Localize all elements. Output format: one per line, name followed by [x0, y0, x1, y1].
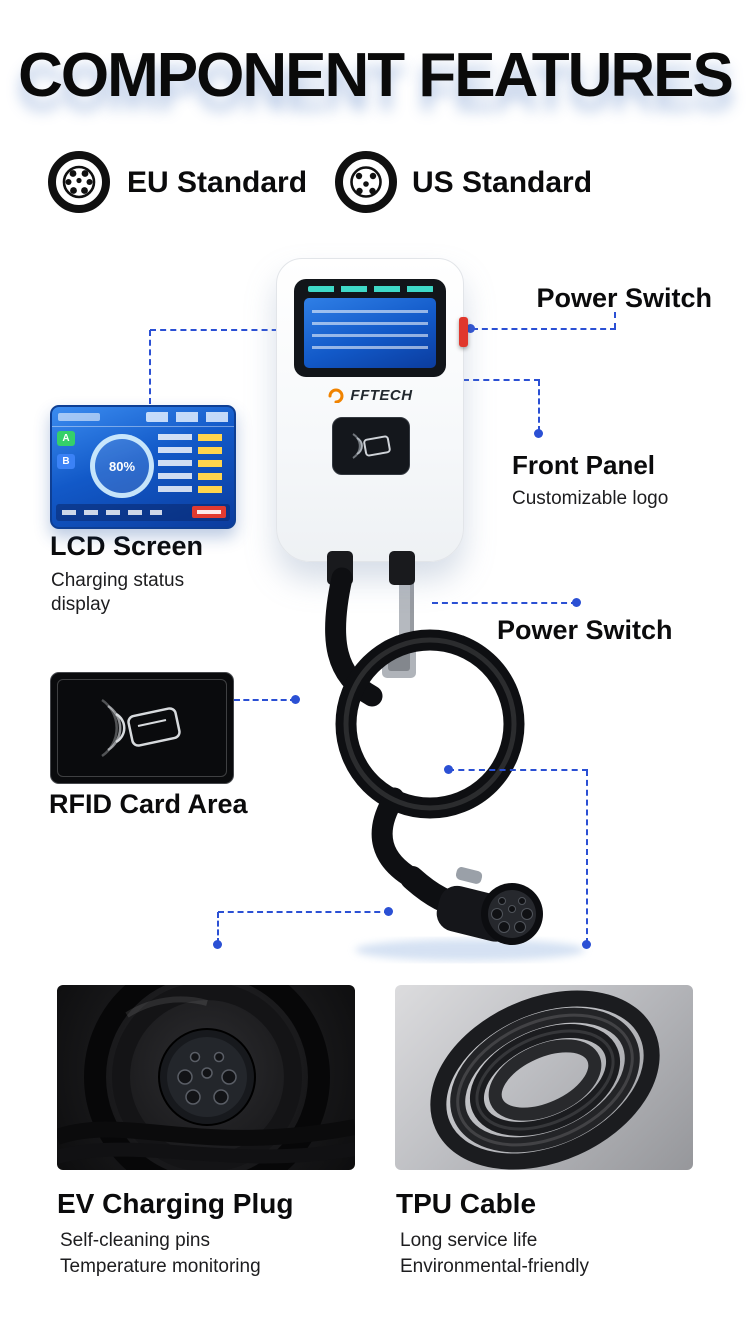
tpu-cable-feature-1: Long service life: [400, 1230, 538, 1251]
lcd-callout-line-v: [149, 330, 151, 404]
front-panel-sublabel: Customizable logo: [512, 488, 669, 509]
rfid-callout-dot: [291, 695, 300, 704]
front-panel-line-v: [538, 380, 540, 432]
tpu-callout-line-v: [586, 770, 588, 944]
tpu-cable-photo: [395, 985, 693, 1170]
power-switch-top-line-v: [614, 312, 616, 329]
power-switch[interactable]: [459, 317, 468, 347]
us-connector-icon: [335, 151, 397, 213]
lcd-bottom-bars: [62, 510, 162, 515]
lcd-screen-sublabel-2: display: [51, 594, 111, 615]
rfid-thumb-card-icon: [101, 698, 181, 758]
ev-plug-photo: [57, 985, 355, 1170]
floor-glow: [355, 939, 585, 961]
lcd-charge-percent: 80%: [108, 458, 136, 474]
lcd-screen-thumbnail: A B 80%: [50, 405, 236, 529]
cable-gland-left: [327, 551, 353, 585]
lcd-badge-b: B: [57, 454, 75, 469]
rfid-callout-line-h: [234, 699, 296, 701]
lcd-charge-gauge: 80%: [90, 434, 154, 498]
power-switch-mid-dot: [572, 598, 581, 607]
tpu-cable-title: TPU Cable: [396, 1188, 537, 1219]
device-rfid-zone: [332, 417, 410, 475]
ev-plug-photo-art: [57, 985, 355, 1170]
power-switch-mid-line-h: [432, 602, 577, 604]
device-screen-bezel: [294, 279, 446, 377]
front-panel-line-h: [463, 379, 540, 381]
rfid-area-label: RFID Card Area: [49, 789, 248, 819]
status-led-strip: [308, 286, 434, 292]
us-connector-pins: [355, 172, 377, 195]
lcd-data-row-labels: [158, 434, 192, 494]
page-title: COMPONENT FEATURES: [18, 41, 734, 110]
plug-pins: [491, 897, 533, 933]
brand-logo: FFTECH: [277, 387, 463, 404]
us-standard-label: US Standard: [412, 166, 593, 199]
lcd-bottom-band: [56, 504, 230, 521]
ev-plug-feature-2: Temperature monitoring: [60, 1256, 261, 1277]
tpu-cable-photo-art: [430, 990, 660, 1170]
plug-callout-dot-start: [384, 907, 393, 916]
lcd-screen-label: LCD Screen: [50, 531, 204, 561]
ev-plug-pin-holes: [177, 1051, 237, 1105]
lcd-stop-button: [192, 506, 226, 518]
ev-plug-feature-1: Self-cleaning pins: [60, 1230, 210, 1251]
power-switch-mid-label: Power Switch: [497, 615, 673, 645]
tpu-callout-dot-start: [444, 765, 453, 774]
plug-callout-line-v: [217, 912, 219, 944]
front-panel-dot: [534, 429, 543, 438]
tpu-callout-dot-end: [582, 940, 591, 949]
plug-holster-slot: [388, 647, 410, 671]
rfid-thumb-frame: [57, 679, 227, 777]
rfid-card-icon: [352, 433, 391, 459]
lcd-thumb-header-bar: [58, 413, 100, 421]
device-lcd-display: [304, 298, 436, 368]
lcd-thumb-header-chips: [146, 412, 230, 422]
plug-callout-dot-end: [213, 940, 222, 949]
lcd-screen-sublabel-1: Charging status: [51, 570, 185, 591]
rfid-area-thumbnail: [50, 672, 234, 784]
plug-trigger: [455, 867, 483, 884]
front-panel-label: Front Panel: [512, 450, 656, 480]
lcd-callout-line-h: [150, 329, 298, 331]
plug-callout-line-h: [218, 911, 390, 913]
lcd-thumb-divider: [52, 426, 234, 427]
eu-connector-pins: [65, 170, 93, 194]
brand-swoosh-icon: [328, 388, 344, 403]
cable-gland-right: [389, 551, 415, 585]
charging-station-body: FFTECH: [276, 258, 468, 585]
power-switch-top-label: Power Switch: [536, 283, 712, 313]
tpu-callout-line-h: [448, 769, 588, 771]
eu-connector-icon: [48, 151, 110, 213]
charging-cable: [325, 567, 525, 920]
power-switch-top-line-h: [472, 328, 616, 330]
power-switch-top-dot: [466, 324, 475, 333]
cable-highlight: [343, 637, 517, 811]
ev-plug-title: EV Charging Plug: [57, 1188, 294, 1219]
lcd-data-row-values: [198, 434, 222, 494]
charging-plug: [436, 867, 543, 945]
plug-holster: [382, 640, 416, 678]
tpu-cable-feature-2: Environmental-friendly: [400, 1256, 590, 1277]
lcd-stop-button-text-bar: [197, 510, 221, 514]
eu-standard-label: EU Standard: [127, 166, 308, 199]
brand-logo-text: FFTECH: [350, 387, 413, 404]
lcd-badge-a: A: [57, 431, 75, 446]
device-lcd-content: [312, 310, 428, 358]
